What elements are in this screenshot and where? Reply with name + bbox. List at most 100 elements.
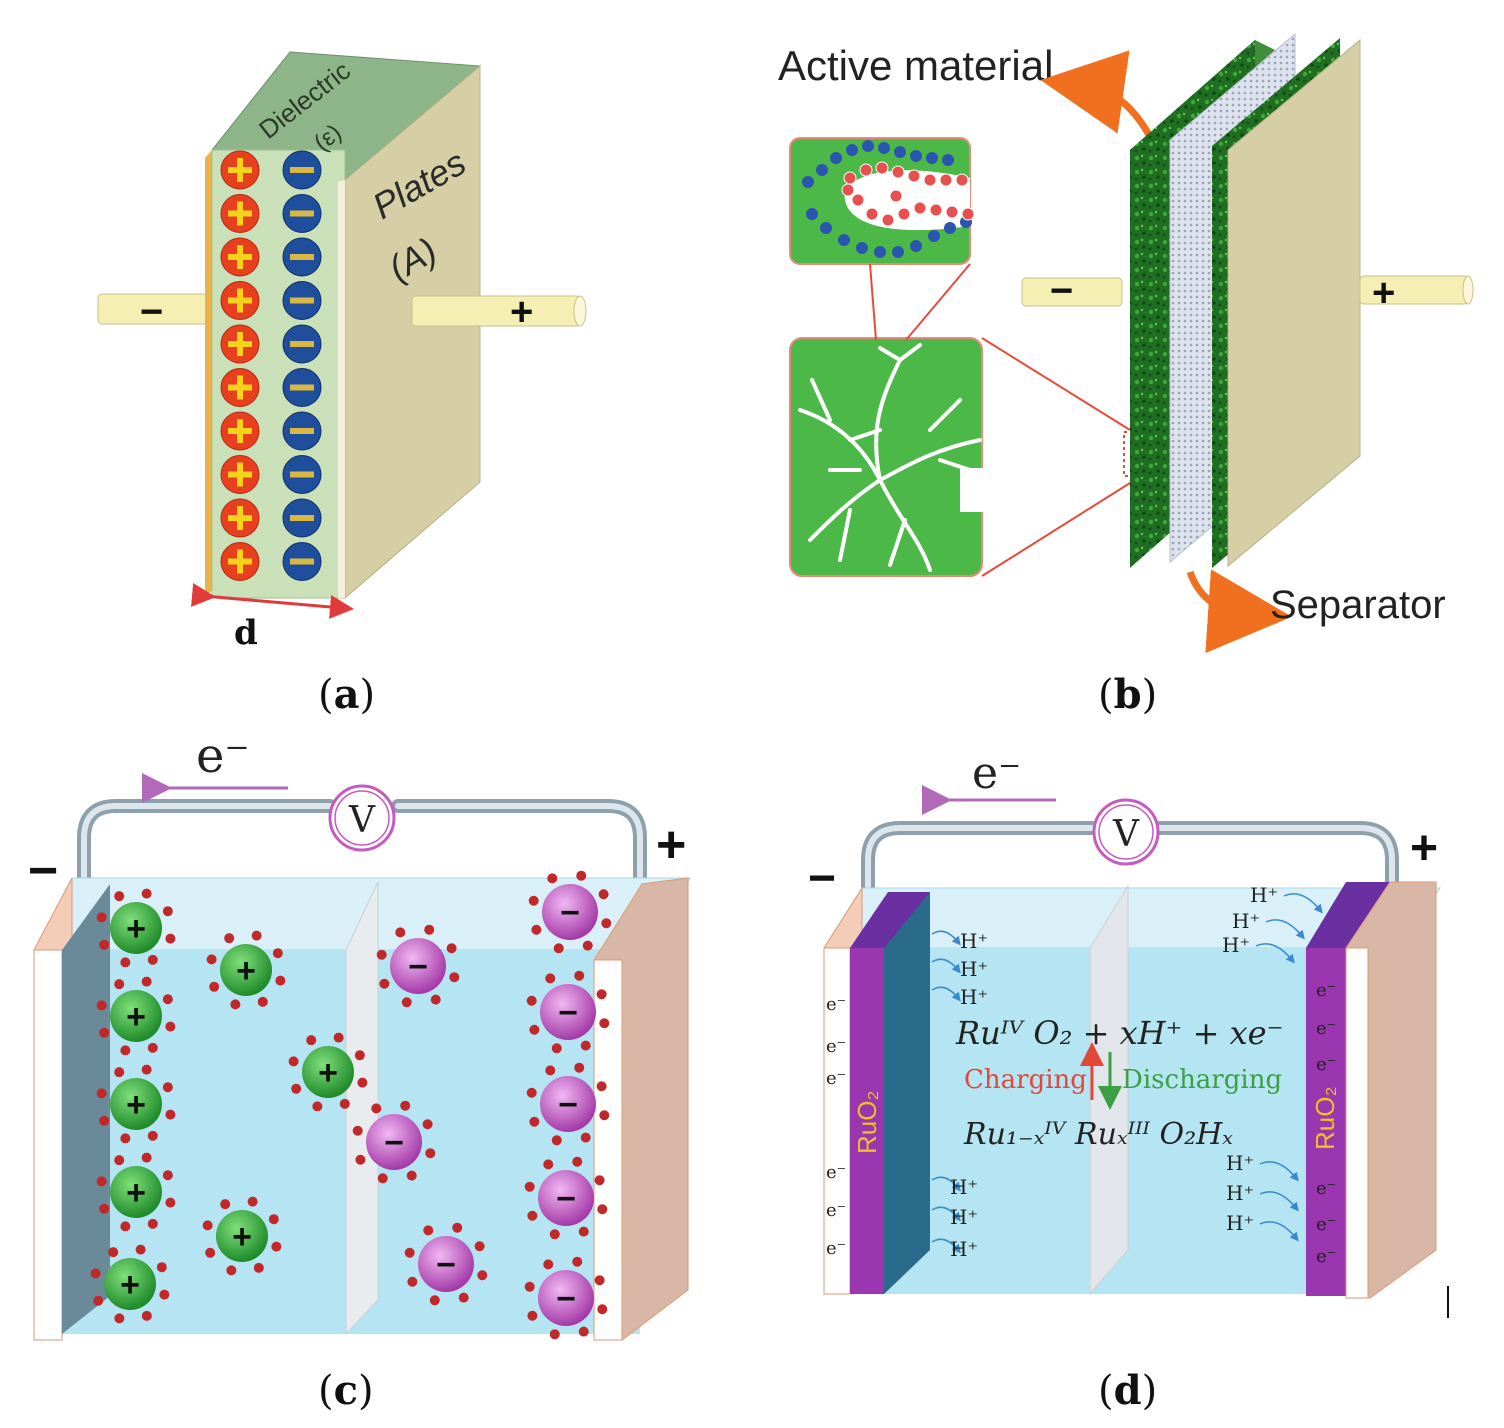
positive-charge: [220, 455, 260, 494]
anion-sign: −: [556, 1180, 576, 1218]
cation-dot: [923, 173, 937, 187]
solvent-molecule: [572, 1156, 583, 1167]
anion-dot: [862, 140, 874, 152]
solvent-molecule: [141, 1152, 152, 1163]
solvent-molecule: [549, 1229, 560, 1240]
solvent-molecule: [597, 1204, 608, 1215]
solvent-molecule: [430, 994, 441, 1005]
solvent-molecule: [108, 1247, 119, 1258]
proton-label: H⁺: [950, 1237, 978, 1261]
positive-charge: [220, 324, 260, 364]
solvent-molecule: [114, 1155, 125, 1166]
solvent-molecule: [209, 981, 220, 992]
solvent-molecule: [141, 1310, 152, 1321]
proton-label: H⁺: [1226, 1151, 1254, 1175]
terminal-positive-label: +: [656, 816, 686, 874]
anion-dot: [838, 234, 850, 246]
solvent-molecule: [576, 870, 587, 881]
cation-core: [104, 1258, 156, 1310]
anion-sign: −: [556, 1280, 576, 1318]
electron-label-small: e⁻: [826, 1036, 846, 1057]
proton-label: H⁺: [960, 957, 988, 981]
solvent-molecule: [275, 975, 286, 986]
proton-label: H⁺: [1226, 1181, 1254, 1205]
solvent-molecule: [268, 1214, 279, 1225]
solvent-molecule: [352, 1125, 363, 1136]
solvent-molecule: [407, 1276, 418, 1287]
ion-migration-arrow: [931, 1176, 961, 1192]
terminal-negative-label: −: [140, 290, 163, 334]
panel-d-pseudocapacitor: V e⁻ − + RuO₂ RuO₂ H⁺H⁺H⁺H⁺H⁺H⁺H⁺H⁺H⁺H⁺H…: [808, 748, 1449, 1318]
terminal-negative-label: −: [808, 852, 836, 905]
solvent-molecule: [354, 1050, 365, 1061]
solvent-molecule: [202, 1220, 213, 1231]
solvent-molecule: [90, 1268, 101, 1279]
negative-charge: [282, 237, 322, 277]
terminal-positive-label: +: [1372, 271, 1395, 315]
solvent-molecule: [230, 999, 241, 1010]
solvent-molecule: [526, 1087, 537, 1098]
solvent-molecule: [376, 949, 387, 960]
positive-charge: [220, 281, 260, 320]
anion-dot: [816, 164, 828, 176]
solvent-molecule: [524, 1181, 535, 1192]
active-material-arrow: [1040, 50, 1156, 142]
ion-migration-arrow: [931, 1206, 961, 1222]
cation-sign: +: [126, 1086, 146, 1124]
solvent-molecule: [162, 994, 173, 1005]
positive-charge: [220, 237, 260, 277]
positive-charge: [220, 150, 260, 190]
solvent-molecule: [99, 1027, 110, 1038]
solvent-molecule: [120, 1045, 131, 1056]
electron-label-small: e⁻: [1316, 1018, 1336, 1039]
solvent-molecule: [291, 1083, 302, 1094]
anion-core: [366, 1114, 422, 1170]
solvent-molecule: [551, 1043, 562, 1054]
terminal-negative-label: −: [1050, 269, 1073, 313]
proton-label: H⁺: [960, 929, 988, 953]
solvent-molecule: [531, 924, 542, 935]
cation-sign: +: [120, 1266, 140, 1304]
cation-core: [110, 902, 162, 954]
solvent-molecule: [425, 1148, 436, 1159]
negative-charge: [282, 411, 322, 451]
solvent-molecule: [449, 972, 460, 983]
solvent-molecule: [120, 1133, 131, 1144]
electron-label: e⁻: [972, 748, 1021, 799]
cation-sign: +: [126, 998, 146, 1036]
cation-dot: [939, 173, 953, 187]
solvent-molecule: [545, 1065, 556, 1076]
solvent-molecule: [156, 1262, 167, 1273]
solvent-molecule: [477, 1270, 488, 1281]
anion-dot: [874, 246, 886, 258]
right-electrode-ruo2: [1306, 948, 1346, 1296]
distance-label: d: [234, 613, 258, 653]
anion-dot: [894, 146, 906, 158]
porous-structure-inset: [789, 337, 983, 577]
anion-sign: −: [384, 1124, 404, 1162]
cation-dot: [859, 163, 873, 177]
solvent-molecule: [598, 889, 609, 900]
solvent-molecule: [165, 1109, 176, 1120]
terminal-negative-label: −: [28, 842, 58, 900]
negative-charge: [282, 498, 322, 538]
cation: +: [206, 930, 286, 1010]
anion-core: [540, 1076, 596, 1132]
anion-dot: [820, 222, 832, 234]
right-collector-face: [1345, 947, 1369, 1299]
voltmeter: [328, 784, 396, 852]
ion-migration-arrow: [1265, 919, 1305, 940]
solvent-molecule: [162, 1082, 173, 1093]
negative-charge: [282, 281, 322, 320]
solvent-molecule: [594, 1175, 605, 1186]
solvent-molecule: [574, 970, 585, 981]
solvent-molecule: [306, 1035, 317, 1046]
caption-a: (a): [318, 671, 375, 718]
solvent-molecule: [147, 954, 158, 965]
anion-core: [540, 984, 596, 1040]
solvent-molecule: [253, 1262, 264, 1273]
reaction-product: Ru₁₋ₓᴵⱽ Ruₓᴵᴵᴵ O₂Hₓ: [963, 1117, 1233, 1152]
anion-dot: [910, 240, 922, 252]
solvent-molecule: [446, 943, 457, 954]
cation-dot: [945, 205, 959, 219]
